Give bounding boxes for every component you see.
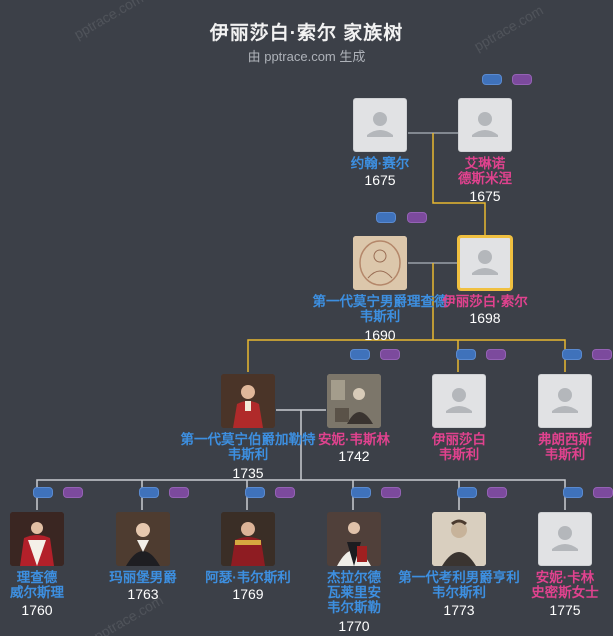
paternal-badge[interactable]	[376, 212, 396, 223]
birth-year: 1698	[469, 310, 501, 326]
birth-year: 1773	[443, 602, 475, 618]
placeholder-avatar-icon[interactable]	[353, 98, 407, 152]
sketch-portrait-image[interactable]	[432, 512, 486, 566]
person-name[interactable]: 第一代莫宁男爵理查德韦斯利	[312, 294, 448, 324]
person-name[interactable]: 安妮·韦斯林	[318, 432, 390, 447]
birth-year: 1675	[469, 188, 501, 204]
person-name[interactable]: 艾琳诺德斯米涅	[458, 156, 512, 186]
person-name[interactable]: 玛丽堡男爵	[109, 570, 177, 585]
portrait-image[interactable]	[221, 374, 275, 428]
person-name[interactable]: 弗朗西斯韦斯利	[538, 432, 592, 462]
placeholder-avatar-icon[interactable]	[538, 512, 592, 566]
maternal-badge[interactable]	[592, 349, 612, 360]
maternal-badge[interactable]	[275, 487, 295, 498]
paternal-badge[interactable]	[33, 487, 53, 498]
person-name[interactable]: 约翰·赛尔	[350, 156, 410, 171]
person-name[interactable]: 伊丽莎白·索尔	[442, 294, 528, 309]
page-subtitle: 由 pptrace.com 生成	[247, 49, 366, 64]
maternal-badge[interactable]	[381, 487, 401, 498]
maternal-badge[interactable]	[486, 349, 506, 360]
maternal-badge[interactable]	[512, 74, 532, 85]
paternal-badge[interactable]	[457, 487, 477, 498]
birth-year: 1769	[232, 586, 264, 602]
portrait-image[interactable]	[10, 512, 64, 566]
person-name[interactable]: 杰拉尔德瓦莱里安韦尔斯勒	[327, 570, 381, 615]
birth-year: 1690	[364, 327, 396, 343]
maternal-badge[interactable]	[380, 349, 400, 360]
placeholder-avatar-icon[interactable]	[458, 236, 512, 290]
placeholder-avatar-icon[interactable]	[432, 374, 486, 428]
portrait-image[interactable]	[221, 512, 275, 566]
paternal-badge[interactable]	[456, 349, 476, 360]
paternal-badge[interactable]	[245, 487, 265, 498]
birth-year: 1770	[338, 618, 370, 634]
placeholder-avatar-icon[interactable]	[458, 98, 512, 152]
paternal-badge[interactable]	[482, 74, 502, 85]
maternal-badge[interactable]	[407, 212, 427, 223]
paternal-badge[interactable]	[563, 487, 583, 498]
sketch-portrait-image[interactable]	[353, 236, 407, 290]
paternal-badge[interactable]	[562, 349, 582, 360]
portrait-image[interactable]	[327, 512, 381, 566]
person-name[interactable]: 理查德威尔斯理	[10, 570, 64, 600]
portrait-image[interactable]	[116, 512, 170, 566]
paternal-badge[interactable]	[139, 487, 159, 498]
birth-year: 1775	[549, 602, 581, 618]
maternal-badge[interactable]	[63, 487, 83, 498]
person-name[interactable]: 第一代考利男爵亨利韦尔斯利	[398, 570, 520, 600]
birth-year: 1763	[127, 586, 159, 602]
maternal-badge[interactable]	[169, 487, 189, 498]
portrait-image[interactable]	[327, 374, 381, 428]
birth-year: 1742	[338, 448, 370, 464]
person-name[interactable]: 安妮·卡林史密斯女士	[531, 570, 599, 600]
person-name[interactable]: 阿瑟·韦尔斯利	[205, 570, 291, 585]
focus-connector-line	[432, 133, 486, 235]
person-name[interactable]: 伊丽莎白韦斯利	[432, 432, 486, 462]
paternal-badge[interactable]	[351, 487, 371, 498]
birth-year: 1760	[21, 602, 53, 618]
maternal-badge[interactable]	[593, 487, 613, 498]
birth-year: 1735	[232, 465, 264, 481]
person-name[interactable]: 第一代莫宁伯爵加勒特韦斯利	[180, 432, 316, 462]
placeholder-avatar-icon[interactable]	[538, 374, 592, 428]
page-title: 伊丽莎白·索尔 家族树	[209, 23, 404, 44]
maternal-badge[interactable]	[487, 487, 507, 498]
birth-year: 1675	[364, 172, 396, 188]
paternal-badge[interactable]	[350, 349, 370, 360]
